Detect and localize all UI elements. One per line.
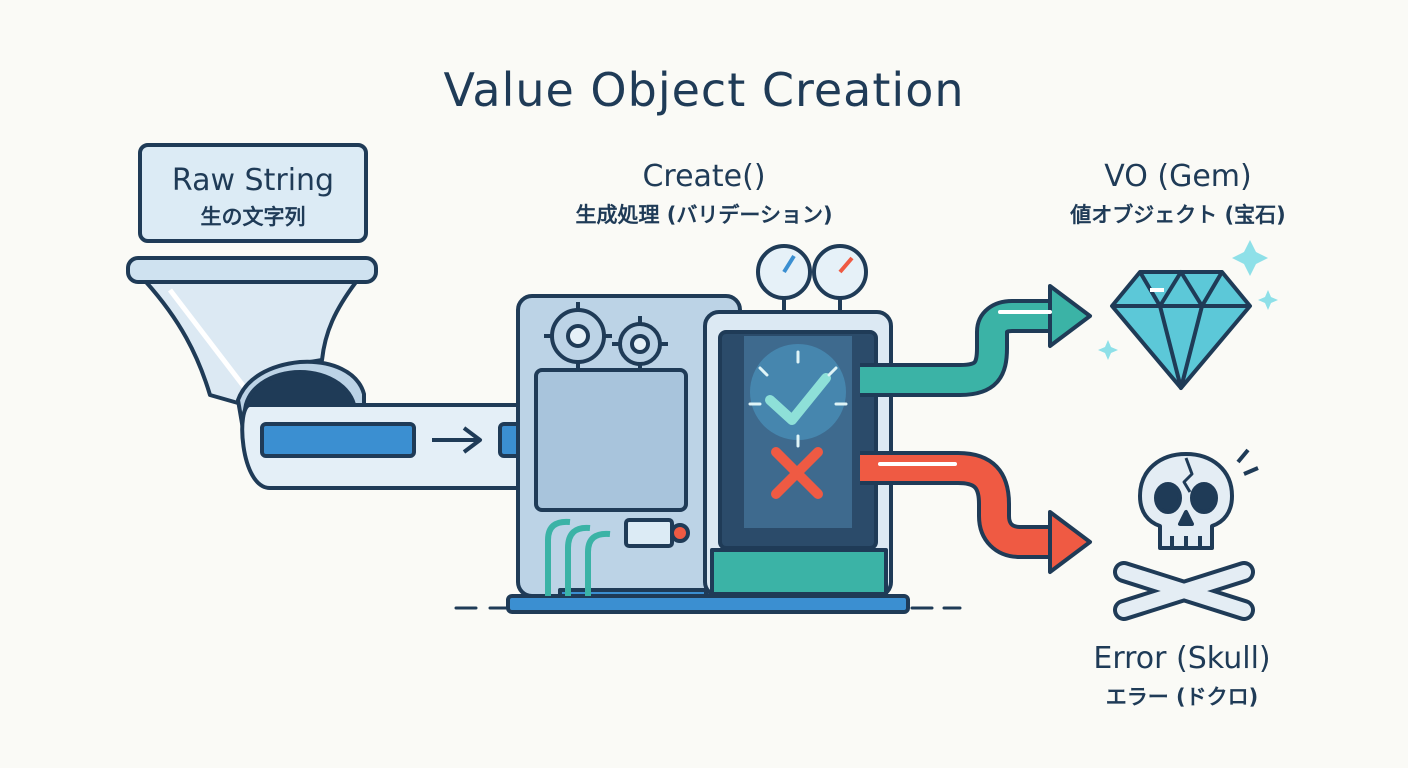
gem-icon (1098, 240, 1278, 390)
process-sublabel: 生成処理 (バリデーション) (575, 203, 832, 227)
cross-icon (771, 447, 823, 499)
diagram-title: Value Object Creation (443, 63, 964, 117)
gauge-icon (756, 244, 868, 312)
failure-sublabel: エラー (ドクロ) (1106, 685, 1259, 709)
error-arrow (860, 451, 1092, 574)
gear-icon (544, 302, 668, 372)
success-sublabel: 値オブジェクト (宝石) (1069, 203, 1286, 227)
process-label: Create() (642, 159, 765, 194)
validation-machine (506, 294, 910, 614)
input-label-box: Raw String 生の文字列 (138, 143, 368, 243)
success-label: VO (Gem) (1104, 159, 1251, 194)
success-arrow (860, 284, 1092, 397)
skull-icon (1113, 448, 1259, 621)
failure-label: Error (Skull) (1093, 641, 1270, 676)
input-label: Raw String (172, 163, 334, 198)
check-icon (748, 350, 848, 448)
input-sublabel: 生の文字列 (201, 205, 306, 229)
